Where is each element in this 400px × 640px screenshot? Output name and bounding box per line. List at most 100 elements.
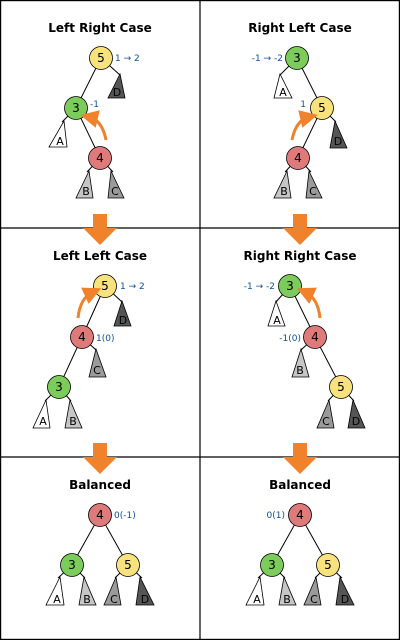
subtree-a-label: A <box>273 314 281 327</box>
subtree-c-label: C <box>322 415 330 428</box>
node-circle <box>316 553 340 577</box>
node-label: 3 <box>293 51 301 65</box>
balance-factor: 1 <box>300 100 306 110</box>
subtree-d-triangle <box>347 398 366 429</box>
node-label: 3 <box>68 558 76 572</box>
panel-balanced-right: Balanced A B C D 4 0(1) 3 5 <box>245 478 355 606</box>
subtree-d-triangle <box>335 575 355 606</box>
node-circle <box>286 146 310 170</box>
subtree-b-label: B <box>296 364 304 377</box>
balance-factor: -1 <box>90 100 99 110</box>
node-circle <box>88 503 112 527</box>
node-circle <box>260 553 284 577</box>
subtree-b-label: B <box>283 593 291 606</box>
node-label: 3 <box>55 380 63 394</box>
panel-title: Right Right Case <box>244 249 357 263</box>
node-circle <box>60 553 84 577</box>
node-circle <box>89 46 113 70</box>
node-label: 5 <box>318 101 326 115</box>
panel-title: Balanced <box>69 478 131 492</box>
node-circle <box>303 325 327 349</box>
transition-arrow <box>283 443 317 474</box>
node-label: 5 <box>324 558 332 572</box>
subtree-d-label: D <box>334 135 342 148</box>
subtree-d-label: D <box>352 415 360 428</box>
node-circle <box>285 46 309 70</box>
panel-left-left-case: Left Left Case D C A B 5 1 → 2 4 1(0) 3 <box>32 249 147 429</box>
node-circle <box>278 274 302 298</box>
subtree-b-label: B <box>82 185 90 198</box>
subtree-c-label: C <box>309 185 317 198</box>
subtree-a-triangle <box>45 575 65 606</box>
subtree-d-triangle <box>113 299 132 327</box>
rotation-arrow <box>76 287 102 319</box>
panel-right-left-case: Right Left Case A D B C 3 -1 → -2 5 1 4 <box>248 21 352 199</box>
subtree-a-label: A <box>253 593 261 606</box>
panel-balanced-left: Balanced A B C D 4 0(-1) 3 5 <box>45 478 155 606</box>
balance-factor: 1(0) <box>96 334 114 344</box>
node-circle <box>288 503 312 527</box>
subtree-c-triangle <box>305 169 323 199</box>
balance-factor: 0(-1) <box>114 511 136 521</box>
panel-right-right-case: Right Right Case A B C D 3 -1 → -2 4 -1(… <box>244 249 366 429</box>
subtree-c-triangle <box>88 347 107 378</box>
subtree-a-triangle <box>267 299 286 327</box>
node-label: 4 <box>311 330 319 344</box>
node-label: 5 <box>101 279 109 293</box>
balance-factor: -1 → -2 <box>252 54 283 64</box>
subtree-a-triangle <box>32 398 51 429</box>
rotation-arrow <box>296 287 322 319</box>
node-label: 4 <box>78 330 86 344</box>
balance-factor: 1 → 2 <box>115 54 140 64</box>
node-label: 4 <box>96 151 104 165</box>
subtree-d-label: D <box>113 86 121 99</box>
node-label: 3 <box>268 558 276 572</box>
subtree-b-label: B <box>83 593 91 606</box>
subtree-b-label: B <box>69 415 77 428</box>
transition-arrow <box>83 214 117 245</box>
subtree-b-triangle <box>75 169 94 199</box>
node-circle <box>88 146 112 170</box>
node-label: 4 <box>96 508 104 522</box>
node-circle <box>116 553 140 577</box>
rotation-arrow <box>80 110 108 141</box>
subtree-a-triangle <box>48 119 68 148</box>
subtree-a-label: A <box>53 593 61 606</box>
panel-title: Balanced <box>269 478 331 492</box>
subtree-c-label: C <box>310 593 318 606</box>
panel-title: Right Left Case <box>248 21 352 35</box>
subtree-c-triangle <box>303 575 322 606</box>
subtree-d-triangle <box>107 72 126 99</box>
transition-arrow <box>283 214 317 245</box>
node-label: 4 <box>296 508 304 522</box>
rotation-arrow <box>290 110 318 141</box>
subtree-b-triangle <box>78 575 97 606</box>
subtree-c-triangle <box>316 398 335 429</box>
node-circle <box>329 375 353 399</box>
subtree-c-triangle <box>103 575 122 606</box>
node-label: 3 <box>286 279 294 293</box>
subtree-c-label: C <box>110 593 118 606</box>
node-circle <box>70 325 94 349</box>
subtree-a-label: A <box>39 415 47 428</box>
subtree-b-label: B <box>280 185 288 198</box>
node-circle <box>47 375 71 399</box>
node-label: 5 <box>337 380 345 394</box>
balance-factor: 0(1) <box>267 511 285 521</box>
transition-arrow <box>83 443 117 474</box>
subtree-d-label: D <box>341 593 349 606</box>
subtree-d-triangle <box>329 119 348 149</box>
subtree-b-triangle <box>291 347 310 378</box>
subtree-a-label: A <box>56 135 64 148</box>
subtree-a-label: A <box>279 86 287 99</box>
subtree-d-triangle <box>135 575 155 606</box>
subtree-b-triangle <box>273 169 292 199</box>
balance-factor: -1 → -2 <box>244 282 275 292</box>
subtree-c-label: C <box>111 185 119 198</box>
panel-left-right-case: Left Right Case D A B C 5 1 → 2 3 -1 4 <box>48 21 152 199</box>
subtree-c-label: C <box>93 364 101 377</box>
subtree-a-triangle <box>273 72 293 99</box>
balance-factor: 1 → 2 <box>120 282 145 292</box>
balance-factor: -1(0) <box>279 334 301 344</box>
subtree-b-triangle <box>64 398 83 429</box>
